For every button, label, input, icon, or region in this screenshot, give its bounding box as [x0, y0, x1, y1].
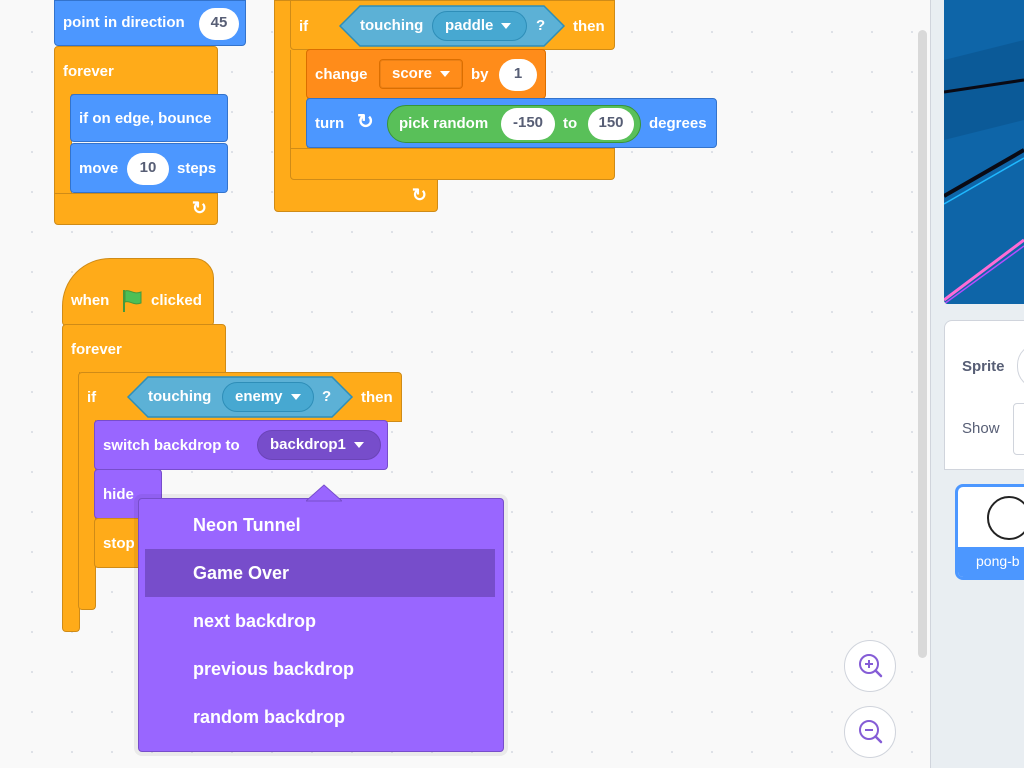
- touching-paddle-dropdown[interactable]: paddle: [432, 11, 527, 41]
- score-variable-value: score: [392, 65, 433, 82]
- change-by-input[interactable]: 1: [499, 59, 537, 91]
- pick-random-label: pick random: [399, 115, 489, 132]
- bounce-label: if on edge, bounce: [79, 110, 212, 127]
- dropdown-arrow-icon: [290, 394, 301, 401]
- if-bottom-2: [290, 148, 615, 180]
- if-label-3: if: [87, 389, 97, 406]
- hide-block[interactable]: hide: [94, 469, 162, 519]
- move-label: move: [79, 160, 119, 177]
- menu-item-neon-tunnel[interactable]: Neon Tunnel: [193, 515, 301, 535]
- steps-label: steps: [177, 160, 217, 177]
- point-in-direction-label: point in direction: [63, 14, 185, 31]
- switch-backdrop-label: switch backdrop to: [103, 437, 240, 454]
- show-toggle[interactable]: [1013, 403, 1024, 455]
- turn-label: turn: [315, 115, 345, 132]
- when-label: when: [71, 292, 110, 309]
- then-label-3: then: [361, 389, 393, 406]
- zoom-out-icon: [859, 720, 883, 744]
- zoom-in-icon: [859, 654, 883, 678]
- to-label: to: [563, 115, 578, 132]
- menu-item-game-over[interactable]: Game Over: [145, 549, 495, 597]
- stage-preview[interactable]: [944, 0, 1024, 304]
- direction-input[interactable]: 45: [199, 8, 239, 40]
- touching-enemy-dropdown[interactable]: enemy: [222, 382, 314, 412]
- backdrop-dropdown-value: backdrop1: [270, 436, 346, 453]
- by-label: by: [471, 66, 489, 83]
- sprite-thumbnail[interactable]: pong-b: [955, 484, 1024, 580]
- loop-arrow-icon: ↻: [411, 185, 427, 205]
- loop-arrow-icon: ↻: [191, 198, 207, 218]
- then-label-2: then: [573, 18, 605, 35]
- backdrop-dropdown[interactable]: backdrop1: [257, 430, 381, 460]
- sprite-name-input[interactable]: [1017, 343, 1024, 389]
- switch-backdrop-block[interactable]: switch backdrop to backdrop1: [94, 420, 388, 470]
- touching-label-2: touching: [360, 17, 424, 34]
- forever-block-3[interactable]: forever: [62, 324, 226, 374]
- question-mark-2: ?: [536, 17, 546, 34]
- point-in-direction-block[interactable]: point in direction 45: [54, 0, 246, 46]
- stage-neon-tunnel: [944, 0, 1024, 304]
- forever-label-1: forever: [63, 63, 114, 80]
- sprite-name-bar: pong-b: [958, 547, 1024, 577]
- zoom-in-button[interactable]: [844, 640, 896, 692]
- clicked-label: clicked: [151, 292, 202, 309]
- stop-label: stop: [103, 535, 135, 552]
- move-steps-input[interactable]: 10: [127, 153, 169, 185]
- change-score-block[interactable]: change score by 1: [306, 49, 546, 99]
- touching-paddle-value: paddle: [445, 17, 494, 34]
- change-label: change: [315, 66, 368, 83]
- question-mark-3: ?: [322, 388, 332, 405]
- show-label: Show: [962, 420, 1000, 437]
- degrees-label: degrees: [649, 115, 707, 132]
- forever-label-3: forever: [71, 341, 122, 358]
- random-to-input[interactable]: 150: [588, 108, 634, 140]
- forever-bottom-1: ↻: [54, 193, 218, 225]
- dropdown-pointer: [306, 484, 342, 502]
- menu-item-next-backdrop[interactable]: next backdrop: [193, 611, 317, 631]
- move-block[interactable]: move 10 steps: [70, 143, 228, 193]
- rotate-clockwise-icon: ↻: [357, 111, 374, 133]
- dropdown-arrow-icon: [353, 442, 364, 449]
- score-variable-dropdown[interactable]: score: [379, 59, 463, 89]
- if-label-2: if: [299, 18, 309, 35]
- bounce-block[interactable]: if on edge, bounce: [70, 94, 228, 142]
- dropdown-arrow-icon: [440, 71, 451, 78]
- sprite-ball-icon: [987, 496, 1024, 540]
- random-from-input[interactable]: -150: [501, 108, 555, 140]
- hide-label: hide: [103, 486, 134, 503]
- turn-block[interactable]: turn ↻ pick random -150 to 150 degrees: [306, 98, 717, 148]
- sprite-name-label: pong-b: [976, 553, 1020, 569]
- touching-enemy-value: enemy: [235, 388, 283, 405]
- menu-item-random-backdrop[interactable]: random backdrop: [193, 707, 346, 727]
- sprite-label: Sprite: [962, 358, 1005, 375]
- forever-block-1[interactable]: forever: [54, 46, 218, 95]
- zoom-out-button[interactable]: [844, 706, 896, 758]
- vertical-scrollbar[interactable]: [918, 30, 927, 658]
- touching-label-3: touching: [148, 388, 212, 405]
- dropdown-arrow-icon: [501, 23, 512, 30]
- when-flag-clicked-block[interactable]: when clicked: [62, 258, 214, 326]
- menu-item-previous-backdrop[interactable]: previous backdrop: [193, 659, 355, 679]
- green-flag-icon[interactable]: [121, 289, 143, 313]
- sprite-info-panel: Sprite Show: [944, 320, 1024, 470]
